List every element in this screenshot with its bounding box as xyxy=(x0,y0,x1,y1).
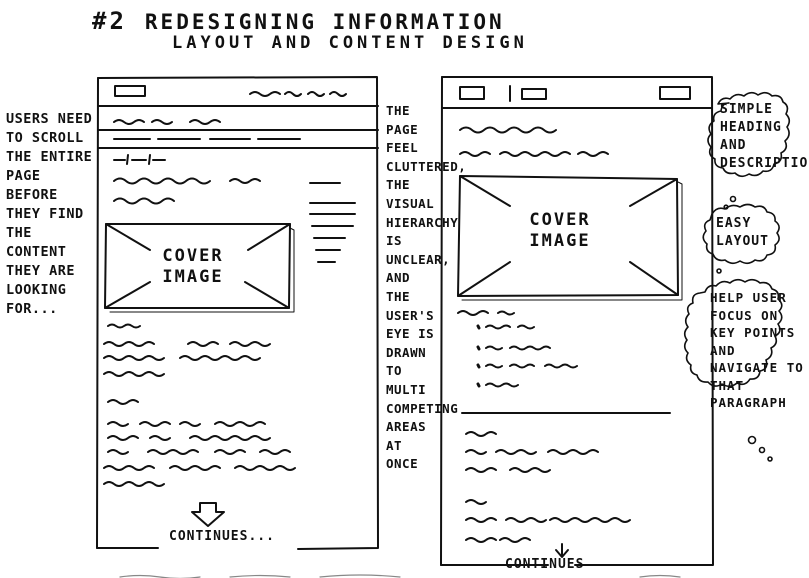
left-title-scribble xyxy=(113,177,261,185)
left-body-scribble-1 xyxy=(107,323,141,329)
right-intro-scribble xyxy=(457,310,515,316)
right-wireframe xyxy=(440,76,714,566)
left-continues-label: CONTINUES... xyxy=(169,529,275,544)
left-body-scribble-10 xyxy=(103,481,165,487)
right-scroll-arrow-icon xyxy=(555,543,569,558)
sketch-number: #2 xyxy=(92,7,127,35)
cloud-dot-3 xyxy=(716,268,722,274)
right-body-scribble-6 xyxy=(465,537,531,543)
right-body-scribble-3 xyxy=(465,467,551,473)
left-body-scribble-8 xyxy=(107,449,291,455)
right-cover-cross xyxy=(457,175,679,297)
title-line-1: REDESIGNING INFORMATION xyxy=(144,10,505,34)
right-bullet-text-1 xyxy=(485,324,535,330)
cloud-easy-layout xyxy=(702,203,780,265)
left-body-scribble-6 xyxy=(107,421,266,427)
right-heading-scribble xyxy=(459,126,557,134)
right-bullets xyxy=(476,324,481,388)
right-body-scribble-2 xyxy=(465,449,599,455)
cloud-dot-4 xyxy=(747,435,757,445)
right-description-scribble xyxy=(459,151,609,157)
left-frame-side xyxy=(96,77,99,549)
left-cover-shadow xyxy=(109,227,295,313)
left-body-scribble-5 xyxy=(107,399,139,405)
left-body-scribble-2 xyxy=(103,341,271,347)
left-cover-image-label: COVER IMAGE xyxy=(162,246,224,287)
right-continues-label: CONTINUES xyxy=(505,557,585,572)
left-body-scribble-3 xyxy=(103,355,261,361)
right-browser-button-2 xyxy=(521,88,547,100)
left-browser-button xyxy=(114,85,146,97)
left-annotation: USERS NEED TO SCROLL THE ENTIRE PAGE BEF… xyxy=(6,111,93,317)
left-body-scribble-7 xyxy=(107,435,271,441)
left-subtitle-scribble xyxy=(113,197,175,205)
right-cover-image-label: COVER IMAGE xyxy=(529,210,591,251)
bottom-edge-scribble xyxy=(119,574,681,578)
left-sidebar-lines xyxy=(309,182,356,263)
right-bullet-text-4 xyxy=(485,382,519,388)
cloud-dot-1 xyxy=(729,195,737,203)
thought-clouds xyxy=(683,91,791,462)
cloud-simple-heading xyxy=(707,91,791,178)
cloud-dot-5 xyxy=(758,446,766,454)
right-frame xyxy=(440,76,714,566)
cloud-help-user-text: HELP USER FOCUS ON KEY POINTS AND NAVIGA… xyxy=(710,290,804,410)
left-wireframe xyxy=(96,76,379,550)
cloud-easy-layout-text: EASY LAYOUT xyxy=(716,216,769,249)
right-frame-side xyxy=(440,76,443,566)
right-body-scribble-5 xyxy=(465,517,631,523)
middle-annotation: THE PAGE FEEL CLUTTERED, THE VISUAL HIER… xyxy=(386,103,467,472)
right-cover-shadow xyxy=(461,181,683,301)
title-line-2: LAYOUT AND CONTENT DESIGN xyxy=(172,33,528,53)
right-bullet-text-3 xyxy=(485,363,578,369)
cloud-help-user xyxy=(683,278,783,388)
left-breadcrumb xyxy=(113,154,166,165)
right-browser-menu xyxy=(659,86,691,100)
left-cover-cross xyxy=(104,223,291,309)
left-body-scribble-4 xyxy=(103,371,165,377)
left-nav-scribble xyxy=(249,91,347,97)
left-heading-scribble xyxy=(113,119,221,125)
scroll-down-arrow-icon xyxy=(191,502,225,527)
left-body-scribble-9 xyxy=(103,465,296,471)
right-body-scribble-4 xyxy=(465,499,487,505)
cloud-simple-heading-text: SIMPLE HEADING AND DESCRIPTION xyxy=(720,102,809,171)
right-body-scribble-1 xyxy=(465,431,497,437)
right-bullet-text-2 xyxy=(485,345,551,351)
cloud-dot-6 xyxy=(767,456,773,462)
right-browser-button xyxy=(459,86,485,100)
